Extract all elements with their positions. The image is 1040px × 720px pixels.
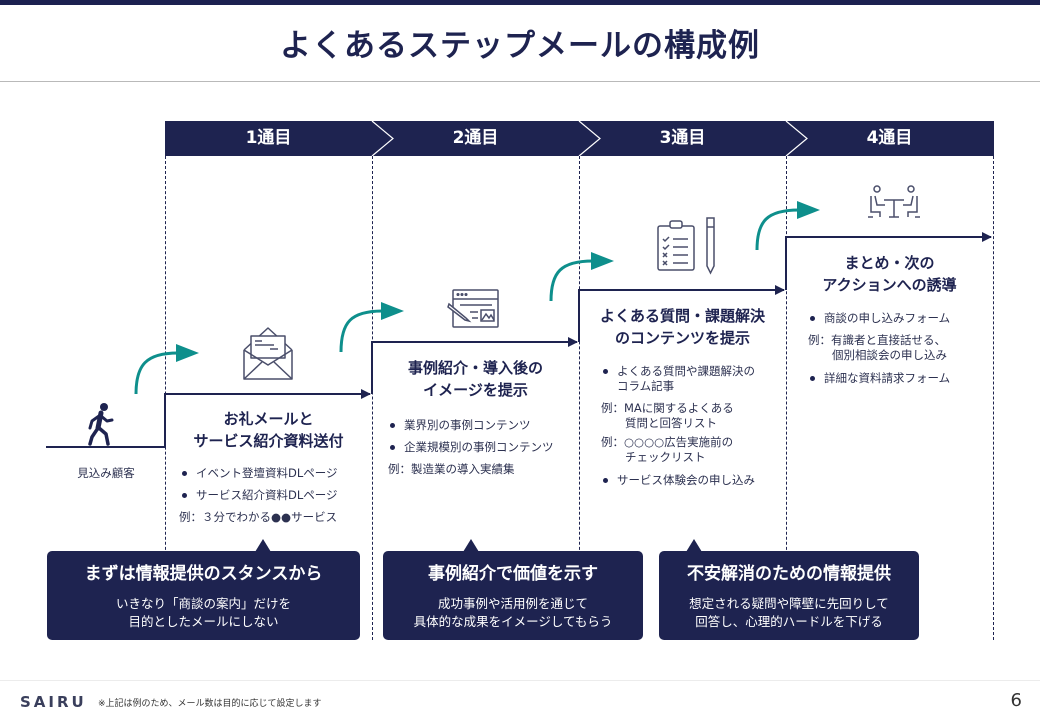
callout-body: いきなり「商談の案内」だけを 目的としたメールにしない <box>47 595 360 631</box>
example-text: 製造業の導入実績集 <box>411 462 515 476</box>
list-item-line: よくある質問や課題解決の <box>617 364 755 378</box>
footer-divider <box>0 680 1040 681</box>
example-prefix: 例： <box>179 510 202 524</box>
column-divider <box>372 156 373 640</box>
stage-4-label: 4通目 <box>866 128 913 148</box>
example-prefix: 例： <box>808 333 831 347</box>
step-1-title-line: お礼メールと <box>223 410 314 428</box>
step-3-title-line: のコンテンツを提示 <box>614 329 750 347</box>
step-3-title: よくある質問・課題解決 のコンテンツを提示 <box>579 305 786 349</box>
example-prefix: 例： <box>388 462 411 476</box>
callout-body-line: 目的としたメールにしない <box>128 614 279 629</box>
list-item: 企業規模別の事例コンテンツ <box>388 440 578 455</box>
step-1-content-list: イベント登壇資料DLページ サービス紹介資料DLページ 例：３分でわかる●●サー… <box>179 466 370 529</box>
callout-case-study-value: 事例紹介で価値を示す 成功事例や活用例を通じて 具体的な成果をイメージしてもらう <box>383 551 643 640</box>
example-text: 有識者と直接話せる、 <box>831 333 946 347</box>
step-4-title-line: まとめ・次の <box>844 254 935 272</box>
column-divider <box>786 156 787 640</box>
callout-body-line: 想定される疑問や障壁に先回りして <box>689 596 889 611</box>
list-item: イベント登壇資料DLページ <box>180 466 370 481</box>
prospect-label: 見込み顧客 <box>77 466 135 480</box>
step-1-title: お礼メールと サービス紹介資料送付 <box>165 408 372 452</box>
list-item: サービス紹介資料DLページ <box>180 488 370 503</box>
step-1-title-line: サービス紹介資料送付 <box>193 432 344 450</box>
example-prefix: 例： <box>601 401 624 415</box>
list-item: 詳細な資料請求フォーム <box>808 371 993 386</box>
example-item: 例：MAに関するよくある 質問と回答リスト <box>601 401 786 431</box>
web-content-edit-icon <box>447 289 499 328</box>
meeting-table-icon <box>868 185 920 218</box>
example-text: ○○○○広告実施前の <box>624 435 734 449</box>
stage-header-bar <box>165 121 994 156</box>
page-number: 6 <box>1010 690 1022 711</box>
title-divider <box>0 81 1040 82</box>
stage-1-label: 1通目 <box>245 128 292 148</box>
page-title: よくあるステップメールの構成例 <box>280 28 760 64</box>
step-2-content-list: 業界別の事例コンテンツ 企業規模別の事例コンテンツ 例：製造業の導入実績集 <box>388 418 578 481</box>
list-item: 業界別の事例コンテンツ <box>388 418 578 433</box>
step-4-title-line: アクションへの誘導 <box>822 276 957 294</box>
callout-heading: 事例紹介で価値を示す <box>428 564 598 584</box>
step-2-title: 事例紹介・導入後の イメージを提示 <box>372 357 579 401</box>
callout-body: 想定される疑問や障壁に先回りして 回答し、心理的ハードルを下げる <box>659 595 919 631</box>
column-divider <box>993 156 994 640</box>
example-text: ３分でわかる●●サービス <box>202 510 338 524</box>
example-item: 例：製造業の導入実績集 <box>388 462 578 477</box>
staircase-path <box>46 232 992 448</box>
callout-information-stance: まずは情報提供のスタンスから いきなり「商談の案内」だけを 目的としたメールにし… <box>47 551 360 640</box>
column-divider <box>579 156 580 640</box>
callout-heading: 不安解消のための情報提供 <box>687 564 891 584</box>
teal-step-up-arrow <box>549 252 614 302</box>
example-prefix: 例： <box>601 435 624 449</box>
example-text: 個別相談会の申し込み <box>832 348 947 362</box>
example-text: チェックリスト <box>625 450 706 464</box>
step-4-title: まとめ・次の アクションへの誘導 <box>786 252 993 296</box>
example-item: 例：○○○○広告実施前の チェックリスト <box>601 435 786 465</box>
teal-step-up-arrow <box>134 344 199 395</box>
list-item: よくある質問や課題解決の コラム記事 <box>601 364 786 394</box>
callout-pointer <box>255 539 271 552</box>
callout-body: 成功事例や活用例を通じて 具体的な成果をイメージしてもらう <box>383 595 643 631</box>
step-3-content-list: よくある質問や課題解決の コラム記事 例：MAに関するよくある 質問と回答リスト… <box>601 364 786 495</box>
callout-pointer <box>463 539 479 552</box>
checklist-clipboard-pen-icon <box>657 217 715 275</box>
footnote: ※上記は例のため、メール数は目的に応じて設定します <box>98 699 322 709</box>
walking-person-icon <box>88 403 114 446</box>
callout-pointer <box>686 539 702 552</box>
callout-body-line: 成功事例や活用例を通じて <box>437 596 588 611</box>
company-logo: SAIRU <box>20 693 87 711</box>
callout-body-line: いきなり「商談の案内」だけを <box>115 596 291 611</box>
list-item-line: コラム記事 <box>617 379 675 393</box>
top-accent-bar <box>0 0 1040 5</box>
teal-step-up-arrow <box>755 201 820 251</box>
stage-3-label: 3通目 <box>659 128 706 148</box>
step-3-title-line: よくある質問・課題解決 <box>599 307 765 325</box>
example-text: 質問と回答リスト <box>625 416 717 430</box>
example-item: 例：有識者と直接話せる、 個別相談会の申し込み <box>808 333 993 363</box>
example-item: 例：３分でわかる●●サービス <box>179 510 370 525</box>
teal-step-up-arrow <box>339 302 404 353</box>
step-4-content-list: 商談の申し込みフォーム 例：有識者と直接話せる、 個別相談会の申し込み 詳細な資… <box>808 311 993 393</box>
list-item: サービス体験会の申し込み <box>601 473 786 488</box>
callout-anxiety-relief: 不安解消のための情報提供 想定される疑問や障壁に先回りして 回答し、心理的ハード… <box>659 551 919 640</box>
step-2-title-line: 事例紹介・導入後の <box>407 359 543 377</box>
callout-body-line: 回答し、心理的ハードルを下げる <box>695 614 883 629</box>
example-text: MAに関するよくある <box>624 401 734 415</box>
step-2-title-line: イメージを提示 <box>423 381 528 399</box>
callout-body-line: 具体的な成果をイメージしてもらう <box>413 614 613 629</box>
open-envelope-icon <box>243 327 293 380</box>
list-item: 商談の申し込みフォーム <box>808 311 993 326</box>
callout-heading: まずは情報提供のスタンスから <box>84 564 323 584</box>
stage-2-label: 2通目 <box>452 128 499 148</box>
